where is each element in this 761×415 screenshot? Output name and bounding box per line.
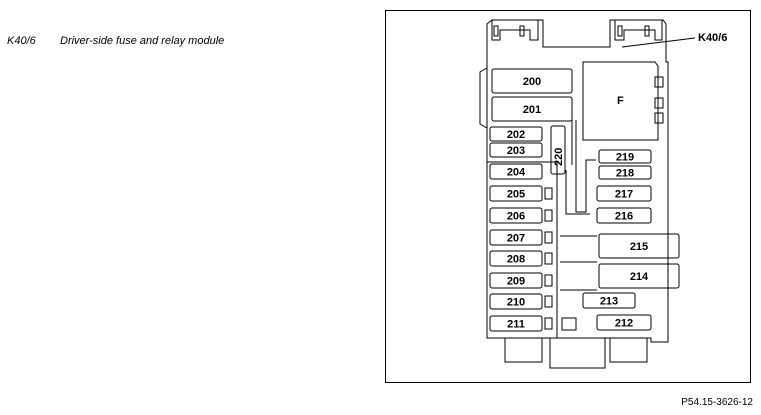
fuse-clip: [544, 209, 553, 222]
fuse-200: [491, 68, 573, 94]
inner-track: [560, 235, 597, 291]
fuse-203-label: 203: [507, 145, 525, 157]
figure-reference: P54.15-3626-12: [681, 397, 753, 408]
fuse-219-label: 219: [616, 152, 634, 164]
fuse-201-label: 201: [523, 104, 541, 116]
fuse-212-label: 212: [615, 318, 633, 330]
fuse-220: [550, 125, 566, 175]
latch-slot: [617, 25, 623, 37]
latch-slot: [519, 25, 525, 37]
connector-bottom-left: [504, 337, 543, 363]
housing-outline: [486, 19, 669, 343]
fuse-208: [489, 250, 543, 267]
fuse-200-label: 200: [523, 76, 541, 88]
fuse-217-label: 217: [615, 189, 633, 201]
fuse-206-label: 206: [507, 211, 525, 223]
fuse-210-label: 210: [507, 297, 525, 309]
fuse-216-label: 216: [615, 211, 633, 223]
fuses-right-group: 219 218 217 216 215 214 213 212: [582, 149, 680, 331]
fuses-left-group: 200 201 202 203 204 205 206 207 208 209 210 211: [489, 68, 573, 332]
fuse-209-label: 209: [507, 276, 525, 288]
fuse-214-label: 214: [630, 271, 649, 283]
fuse-clip: [544, 231, 553, 244]
fuse-205: [489, 185, 543, 202]
fuse-clip: [544, 187, 553, 200]
latch-slot: [493, 25, 499, 37]
latch-left: [491, 20, 539, 41]
caption-title: Driver-side fuse and relay module: [60, 35, 225, 47]
caption-code: K40/6: [7, 35, 36, 47]
inner-track: [565, 120, 596, 215]
fuse-209: [489, 272, 543, 289]
fuse-215-label: 215: [630, 241, 648, 253]
fuse-211: [489, 315, 543, 332]
fuse-216: [596, 207, 652, 224]
fuse-211-label: 211: [507, 319, 525, 331]
fuse-214: [598, 263, 680, 289]
latch-right: [614, 20, 663, 41]
fuse-220-label: 220: [553, 148, 565, 166]
fuse-212: [596, 314, 652, 331]
fuse-207: [489, 229, 543, 246]
fuse-203: [489, 142, 543, 158]
fuse-217: [596, 185, 652, 202]
connector-bottom-right: [609, 337, 648, 363]
fuse-clip: [544, 317, 553, 330]
relay-pin: [654, 112, 664, 124]
latch-slot: [644, 25, 650, 37]
fuse-clip: [544, 274, 553, 287]
relay-pin: [654, 76, 664, 88]
fuse-219: [598, 149, 652, 164]
callout-leader: [621, 37, 696, 48]
fuse-218-label: 218: [616, 168, 634, 180]
fuse-202-label: 202: [507, 129, 525, 141]
fuse-215: [598, 233, 680, 259]
fuse-210: [489, 293, 543, 310]
connector-bottom-center: [549, 337, 606, 369]
center-clip: [561, 317, 577, 331]
fuse-201: [491, 96, 573, 122]
relay-outline: [582, 61, 659, 141]
side-lug: [479, 67, 488, 129]
callout-label: K40/6: [698, 32, 727, 44]
relay-pin: [654, 97, 664, 109]
fuse-218: [598, 165, 652, 180]
fuse-208-label: 208: [507, 254, 525, 266]
diagram-frame: [385, 10, 751, 383]
relay-label: F: [617, 95, 624, 107]
fuse-204-label: 204: [507, 167, 526, 179]
fuse-clip: [544, 252, 553, 265]
fuse-213-label: 213: [600, 296, 618, 308]
fuse-213: [582, 292, 636, 309]
fuse-204: [489, 163, 543, 180]
fuse-202: [489, 126, 543, 142]
fuse-205-label: 205: [507, 189, 525, 201]
fuse-clip: [544, 295, 553, 308]
fuse-206: [489, 207, 543, 224]
fuse-207-label: 207: [507, 233, 525, 245]
